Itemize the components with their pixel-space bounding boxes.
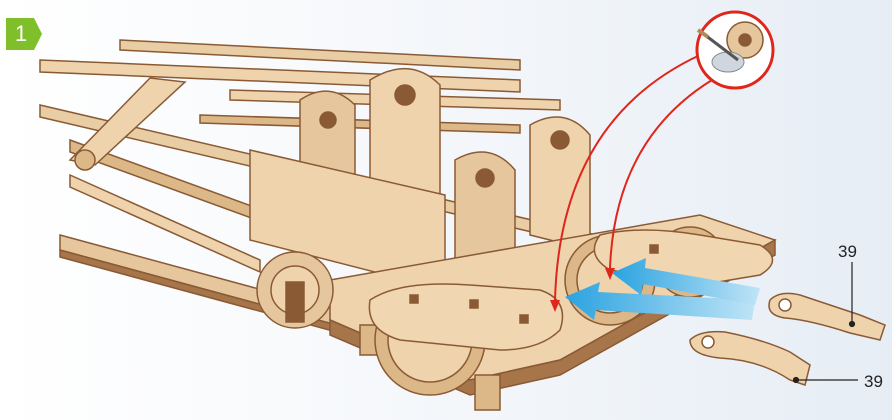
part-callout-label: 39 [838, 242, 857, 262]
step-number: 1 [6, 18, 36, 50]
step-badge: 1 [6, 18, 42, 50]
part-callout-label: 39 [864, 372, 883, 392]
glue-inset [697, 12, 773, 88]
